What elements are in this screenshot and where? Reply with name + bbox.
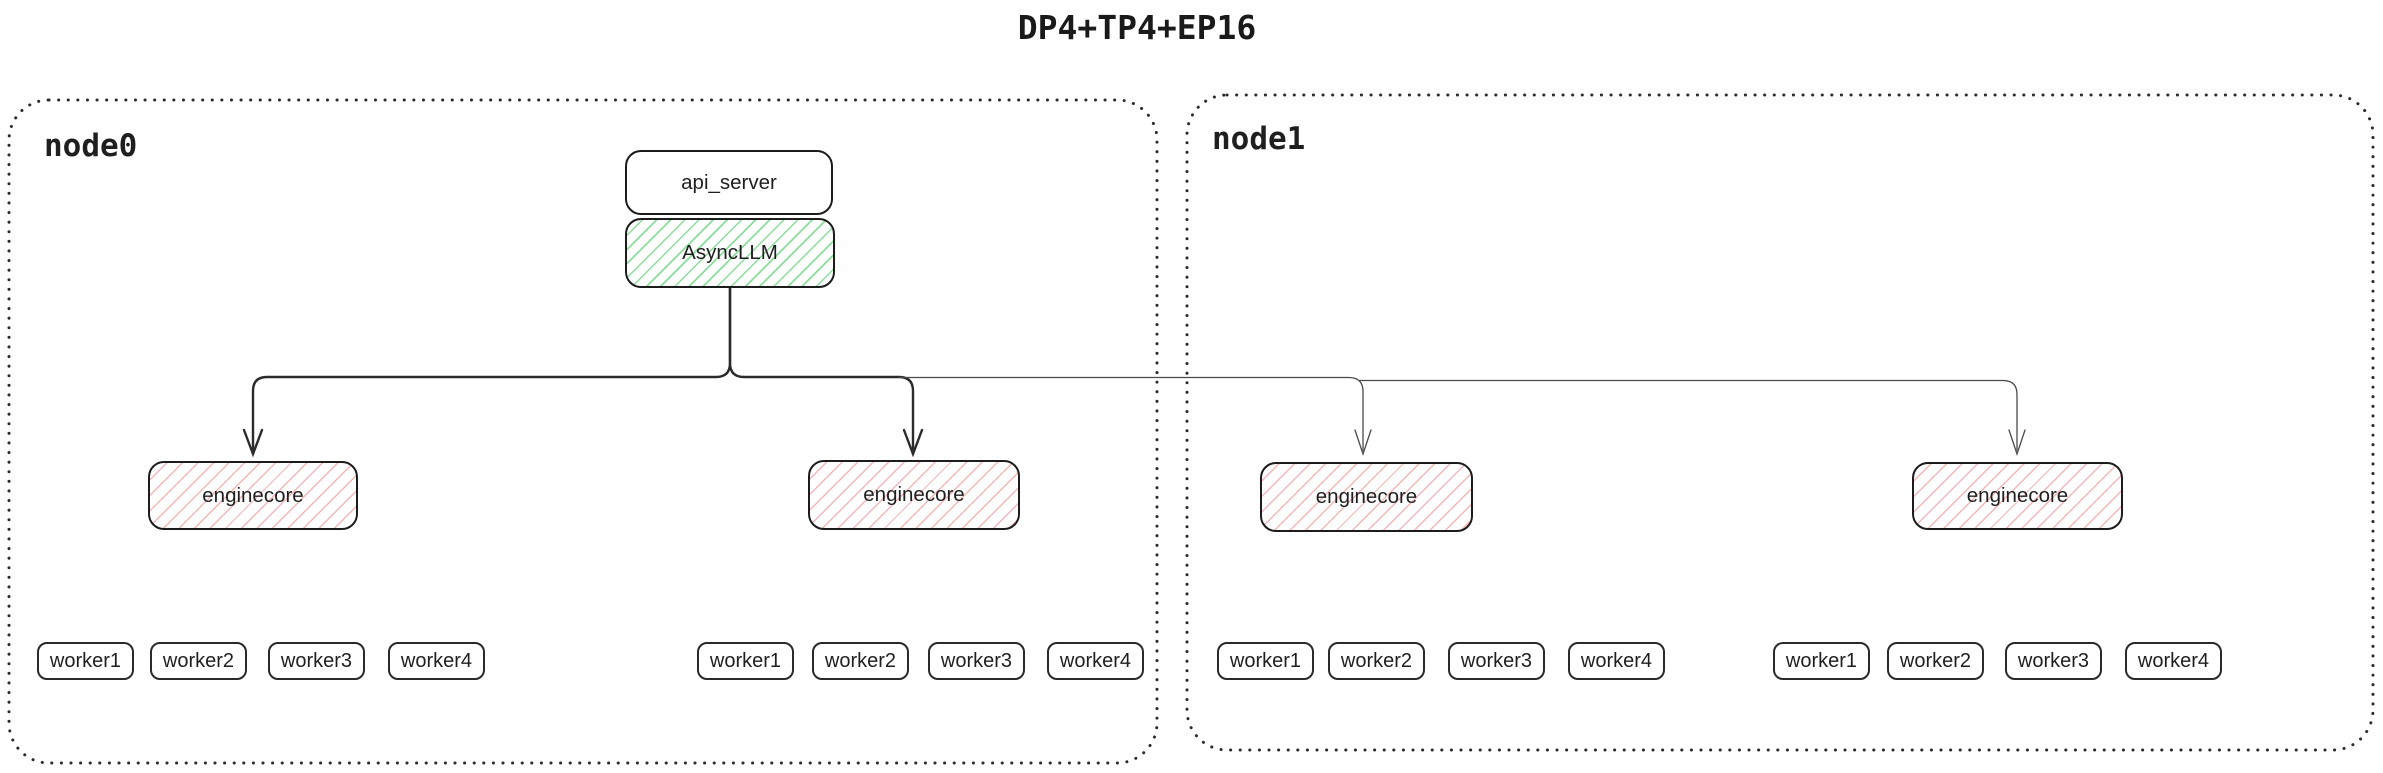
worker-box: worker3 (268, 642, 365, 680)
asyncllm-box: AsyncLLM (625, 218, 835, 288)
node0-label: node0 (44, 128, 138, 164)
connector-asyncllm-to-enginecore2 (728, 286, 915, 451)
worker-box: worker1 (37, 642, 134, 680)
arrowhead-enginecore2 (902, 428, 924, 458)
enginecore-box-node1-right: enginecore (1912, 462, 2123, 530)
worker-box: worker1 (1217, 642, 1314, 680)
enginecore-box-node0-right: enginecore (808, 460, 1020, 530)
worker-box: worker4 (388, 642, 485, 680)
worker-box: worker2 (812, 642, 909, 680)
worker-box: worker1 (697, 642, 794, 680)
connector-asyncllm-to-enginecore4 (1359, 379, 2018, 451)
connector-asyncllm-to-enginecore3 (898, 376, 1364, 451)
worker-box: worker1 (1773, 642, 1870, 680)
worker-box: worker3 (2005, 642, 2102, 680)
connector-asyncllm-to-enginecore1 (251, 286, 732, 451)
api-server-box: api_server (625, 150, 833, 215)
node1-label: node1 (1212, 121, 1306, 157)
worker-box: worker2 (1328, 642, 1425, 680)
node1-container (1185, 93, 2375, 752)
worker-box: worker4 (1047, 642, 1144, 680)
worker-box: worker3 (1448, 642, 1545, 680)
worker-box: worker3 (928, 642, 1025, 680)
arrowhead-enginecore4 (2008, 429, 2026, 457)
node0-container (7, 98, 1159, 765)
worker-box: worker2 (1887, 642, 1984, 680)
arrowhead-enginecore1 (242, 428, 264, 458)
worker-box: worker2 (150, 642, 247, 680)
arrowhead-enginecore3 (1354, 429, 1372, 457)
worker-box: worker4 (1568, 642, 1665, 680)
enginecore-box-node0-left: enginecore (148, 461, 358, 530)
worker-box: worker4 (2125, 642, 2222, 680)
diagram-title: DP4+TP4+EP16 (1017, 8, 1257, 47)
enginecore-box-node1-left: enginecore (1260, 462, 1473, 532)
